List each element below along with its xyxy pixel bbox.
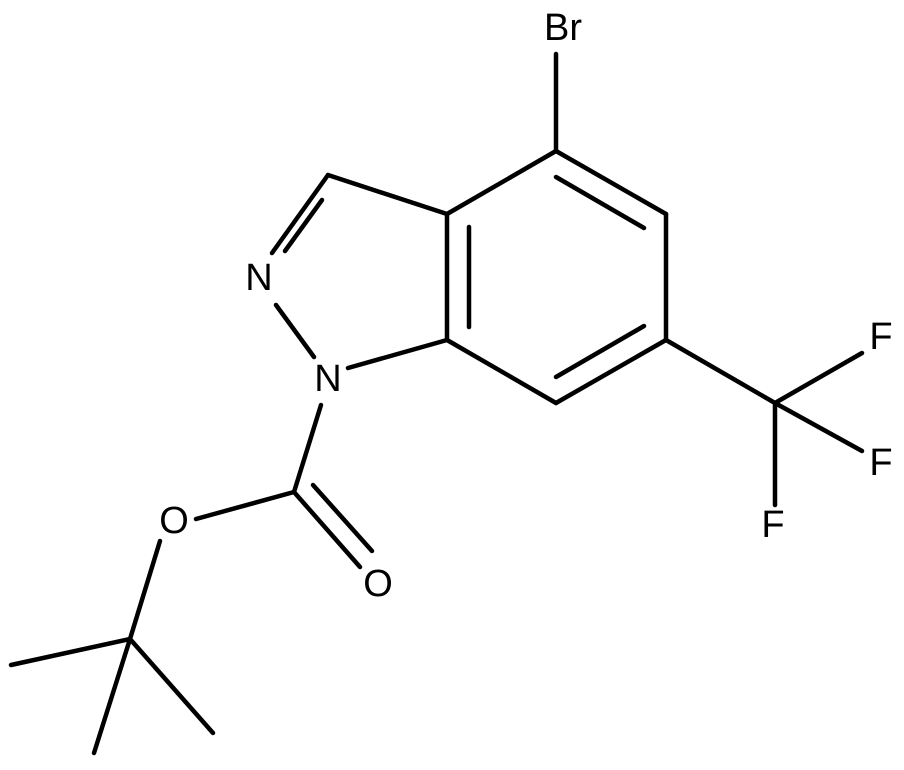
bond-c4-c5 xyxy=(553,148,669,217)
bond-cf3-f2 xyxy=(772,400,865,454)
bond-oester-cquat xyxy=(127,538,163,642)
bond-c6-cf3 xyxy=(663,337,778,406)
bond-c3-n2 xyxy=(269,172,331,256)
bond-c6-c7 xyxy=(553,337,669,406)
bond-ccarbonyl-ocarbonyl xyxy=(291,489,363,570)
bond-n1-ccarbonyl xyxy=(291,402,324,495)
bond-cquat-me3 xyxy=(127,636,216,736)
bond-c3a-c3 xyxy=(325,172,450,217)
bond-n2-n1 xyxy=(273,302,317,360)
bond-n1-c7a xyxy=(345,337,450,371)
bond-c4-c5-inner xyxy=(553,174,647,231)
bond-cquat-me1 xyxy=(8,636,133,668)
atom-label-f3: F xyxy=(761,504,784,546)
atom-label-f1: F xyxy=(869,316,892,358)
bond-ccarbonyl-oester xyxy=(193,489,297,522)
bond-c4-c3a xyxy=(444,148,559,217)
bond-c6-c7-inner xyxy=(553,323,647,380)
bond-cf3-f1 xyxy=(772,350,865,406)
atom-label-n1: N xyxy=(314,358,341,400)
atom-label-f2: F xyxy=(869,442,892,484)
bond-c7-c7a xyxy=(444,337,559,406)
atom-label-br: Br xyxy=(544,7,582,49)
bond-ccarbonyl-ocarbonyl-inner xyxy=(310,482,375,554)
atom-label-o-carbonyl: O xyxy=(363,563,393,605)
bond-cquat-me2 xyxy=(91,636,133,756)
atom-label-o-ester: O xyxy=(159,500,189,542)
atom-label-n2: N xyxy=(245,257,272,299)
bond-c3-n2-inner xyxy=(282,197,325,254)
